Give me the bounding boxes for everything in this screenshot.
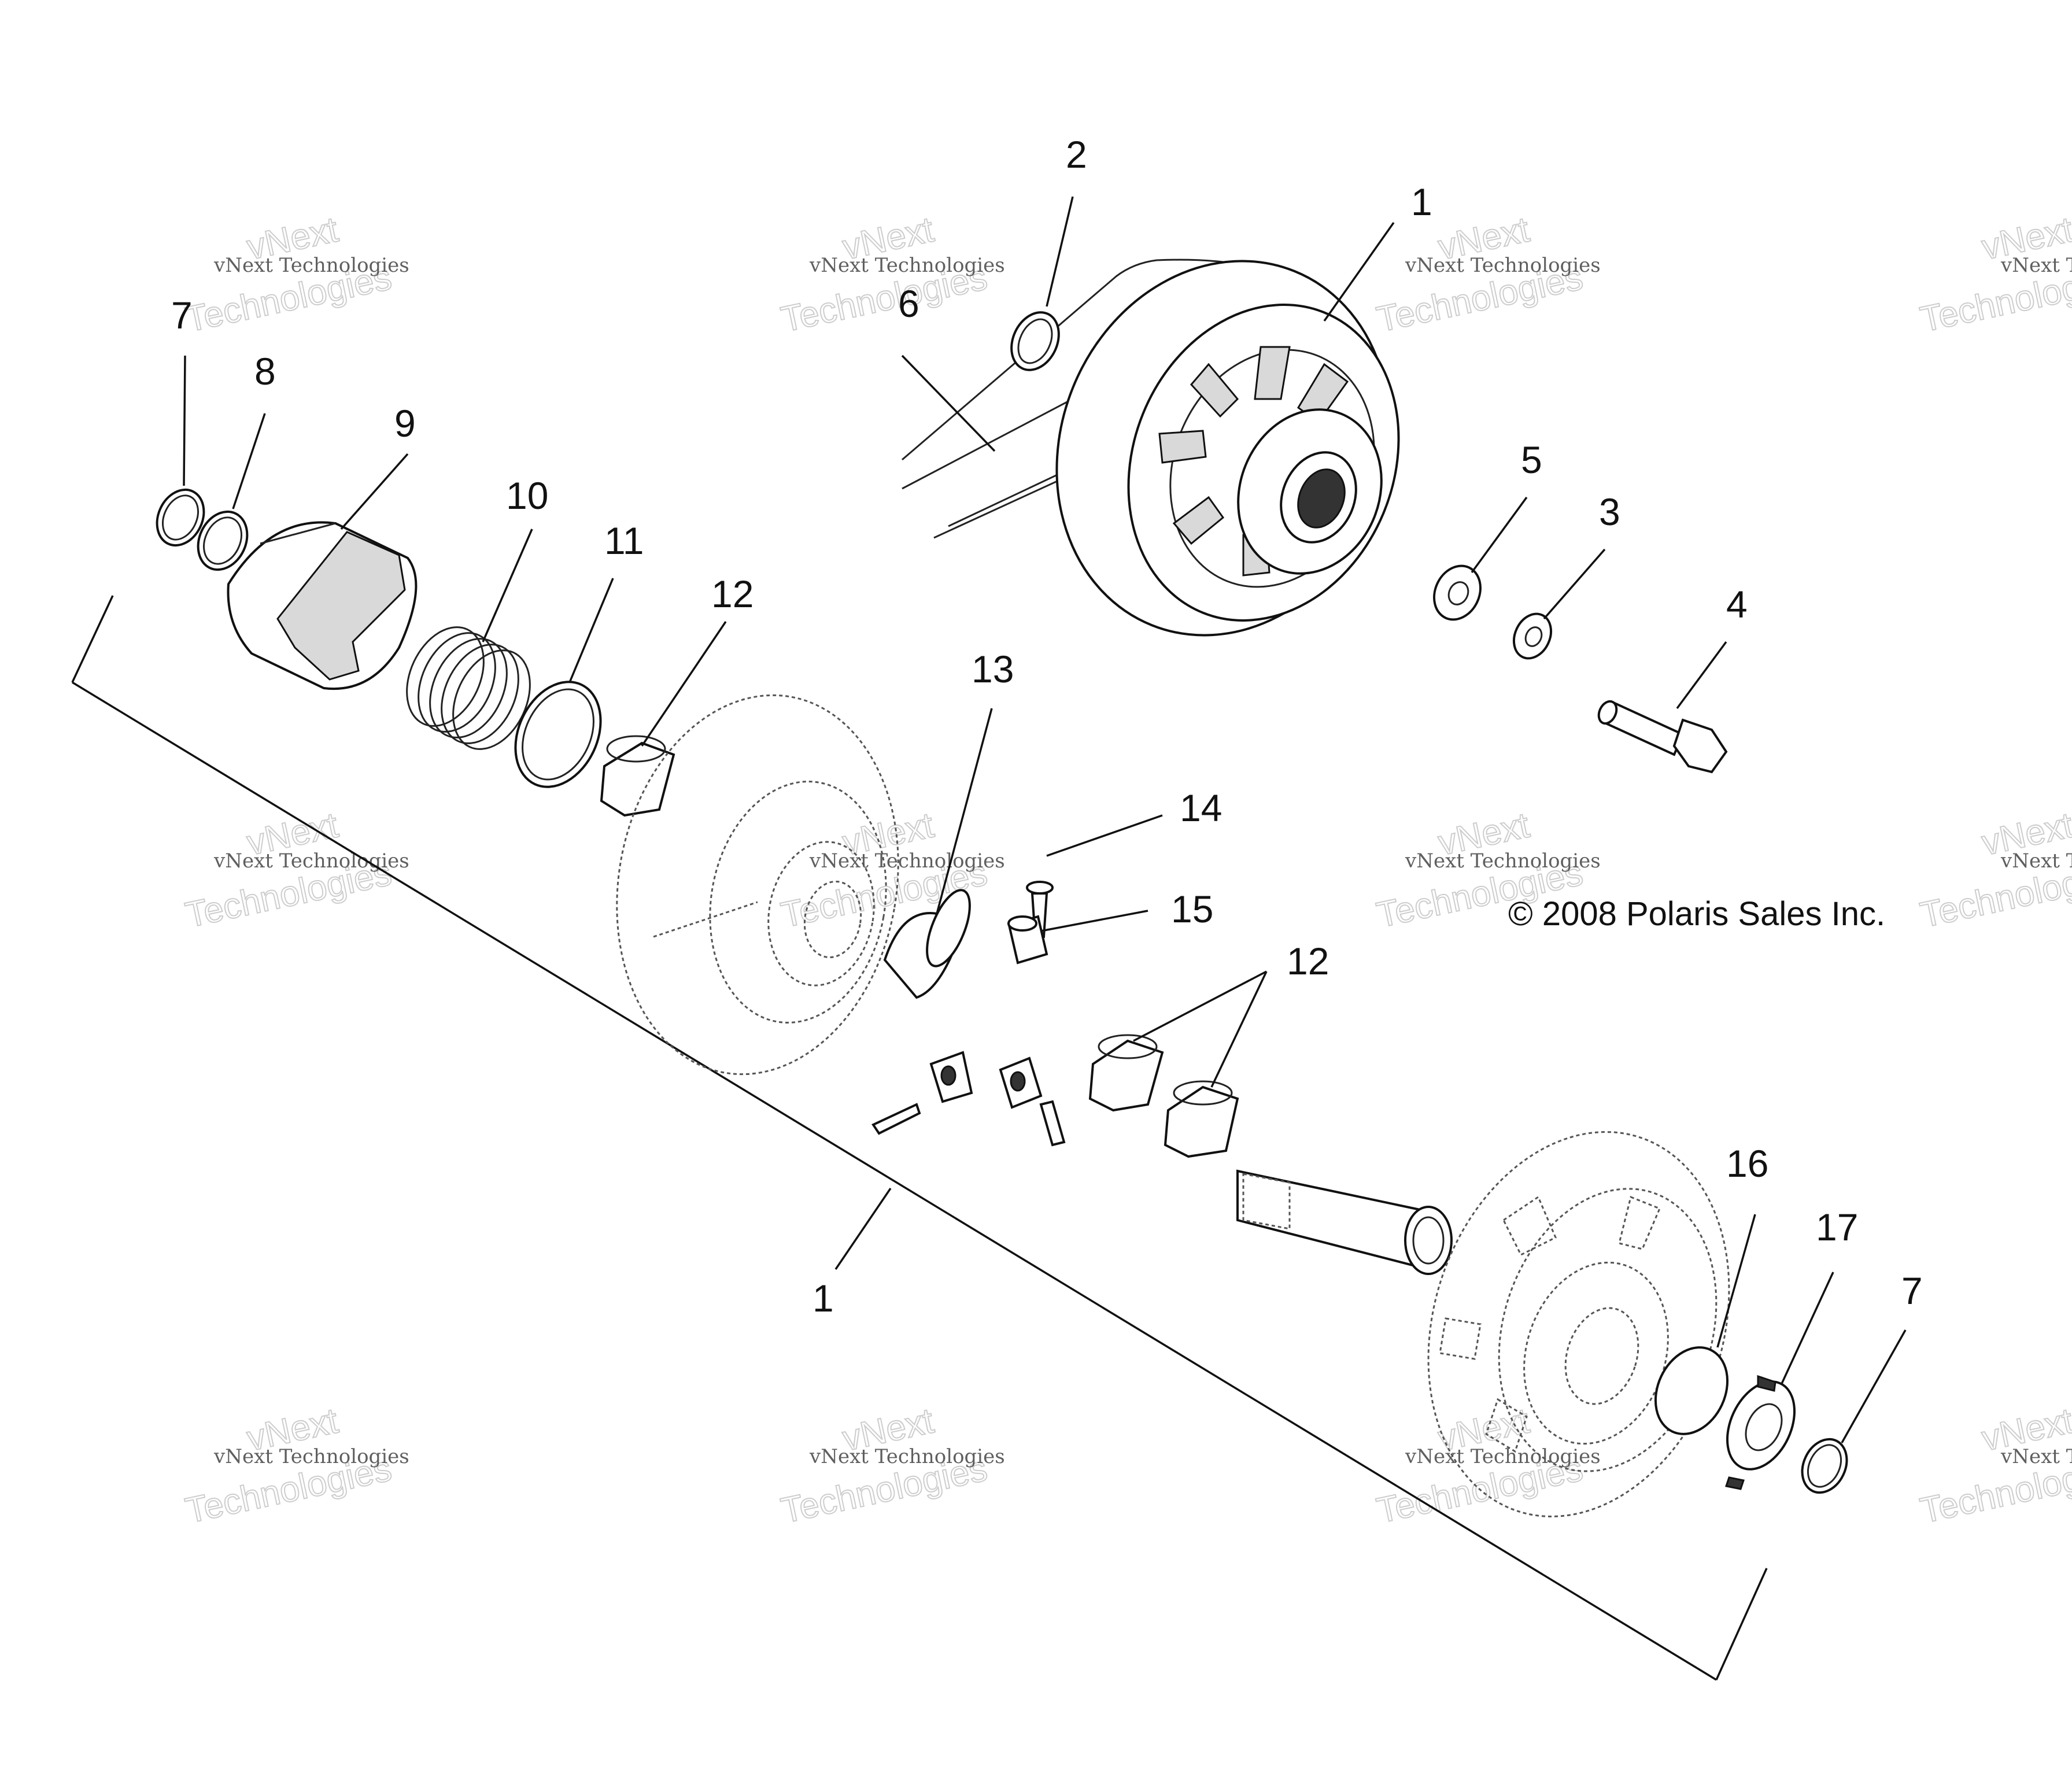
watermark: vNext Technologies vNext Technologies bbox=[1916, 209, 2072, 340]
callout-1-top: 1 bbox=[1411, 180, 1432, 223]
watermark-small: vNext Technologies bbox=[809, 254, 1005, 277]
callout-6: 6 bbox=[898, 282, 919, 325]
snap-ring-7-left bbox=[156, 488, 205, 547]
watermark-small: vNext Technologies bbox=[2000, 254, 2072, 277]
bushing-12-lower-a bbox=[1088, 1034, 1164, 1112]
watermark: vNext Technologies vNext Technologies bbox=[182, 1400, 409, 1531]
callout-17: 17 bbox=[1816, 1206, 1858, 1248]
shim-ring-11 bbox=[514, 681, 602, 788]
callout-16: 16 bbox=[1726, 1142, 1768, 1185]
watermark-small: vNext Technologies bbox=[1405, 849, 1601, 873]
watermark: vNext Technologies vNext Technologies bbox=[182, 209, 409, 340]
callout-3: 3 bbox=[1599, 490, 1620, 533]
callout-7-left: 7 bbox=[171, 294, 193, 337]
moveable-sheave bbox=[616, 694, 899, 1076]
watermark-small: vNext Technologies bbox=[213, 849, 409, 873]
bushing-12-lower-b bbox=[1164, 1080, 1239, 1158]
bushing-13 bbox=[883, 889, 971, 999]
roller-15 bbox=[1007, 915, 1048, 965]
assembly-bracket bbox=[71, 595, 1768, 1681]
callout-13: 13 bbox=[972, 648, 1014, 690]
bolt-4 bbox=[1597, 700, 1728, 774]
helix-cam-9 bbox=[227, 521, 418, 690]
callout-5: 5 bbox=[1521, 438, 1542, 481]
watermark: vNext Technologies vNext Technologies bbox=[777, 804, 1005, 936]
watermark: vNext Technologies vNext Technologies bbox=[1373, 209, 1601, 340]
screw-lower-right bbox=[1039, 1100, 1066, 1147]
callout-4: 4 bbox=[1726, 583, 1748, 626]
watermark: vNext Technologies vNext Technologies bbox=[182, 804, 409, 936]
lock-plate-17 bbox=[1725, 1375, 1796, 1490]
driven-clutch-top bbox=[1055, 260, 1400, 637]
callout-14: 14 bbox=[1180, 786, 1222, 829]
watermark: vNext Technologies vNext Technologies bbox=[777, 1400, 1005, 1531]
bushing-12-upper bbox=[600, 735, 675, 817]
watermark-small: vNext Technologies bbox=[2000, 849, 2072, 873]
screw-lower-left bbox=[871, 1103, 921, 1135]
copyright-notice: © 2008 Polaris Sales Inc. bbox=[1508, 895, 1885, 933]
snap-ring-7-right bbox=[1801, 1438, 1848, 1494]
washer-3 bbox=[1512, 612, 1553, 660]
watermark-small: vNext Technologies bbox=[1405, 1445, 1601, 1468]
watermark-small: vNext Technologies bbox=[213, 1445, 409, 1468]
callout-12-upper: 12 bbox=[711, 572, 754, 615]
callout-11: 11 bbox=[604, 519, 644, 562]
washer-16 bbox=[1654, 1346, 1729, 1435]
callout-1-bottom: 1 bbox=[812, 1277, 834, 1320]
watermark-small: vNext Technologies bbox=[809, 849, 1005, 873]
watermark-small: vNext Technologies bbox=[213, 254, 409, 277]
watermark-small: vNext Technologies bbox=[1405, 254, 1601, 277]
callout-labels: 1 2 3 4 5 6 7 8 9 10 11 12 13 14 15 12 1… bbox=[171, 133, 1923, 1320]
shaft bbox=[1236, 1169, 1453, 1275]
washer-5 bbox=[1433, 564, 1482, 621]
callout-8: 8 bbox=[254, 350, 276, 393]
callout-10: 10 bbox=[506, 474, 548, 517]
roller-lower-left bbox=[929, 1051, 973, 1103]
watermark-small: vNext Technologies bbox=[2000, 1445, 2072, 1468]
washer-8 bbox=[197, 510, 249, 571]
watermark: vNext Technologies vNext Technologies bbox=[1916, 1400, 2072, 1531]
watermark: vNext Technologies vNext Technologies bbox=[1373, 1400, 1601, 1531]
callout-12-lower: 12 bbox=[1287, 940, 1329, 982]
callout-7-right: 7 bbox=[1901, 1269, 1923, 1312]
roller-lower-right bbox=[999, 1056, 1043, 1109]
watermark: vNext Technologies vNext Technologies bbox=[1916, 804, 2072, 936]
callout-2: 2 bbox=[1066, 133, 1087, 176]
watermark: vNext Technologies vNext Technologies bbox=[777, 209, 1005, 340]
callout-9: 9 bbox=[394, 402, 416, 445]
callout-15: 15 bbox=[1171, 888, 1213, 930]
ring-2 bbox=[1010, 311, 1060, 371]
leader-lines bbox=[183, 196, 1907, 1443]
watermark-small: vNext Technologies bbox=[809, 1445, 1005, 1468]
